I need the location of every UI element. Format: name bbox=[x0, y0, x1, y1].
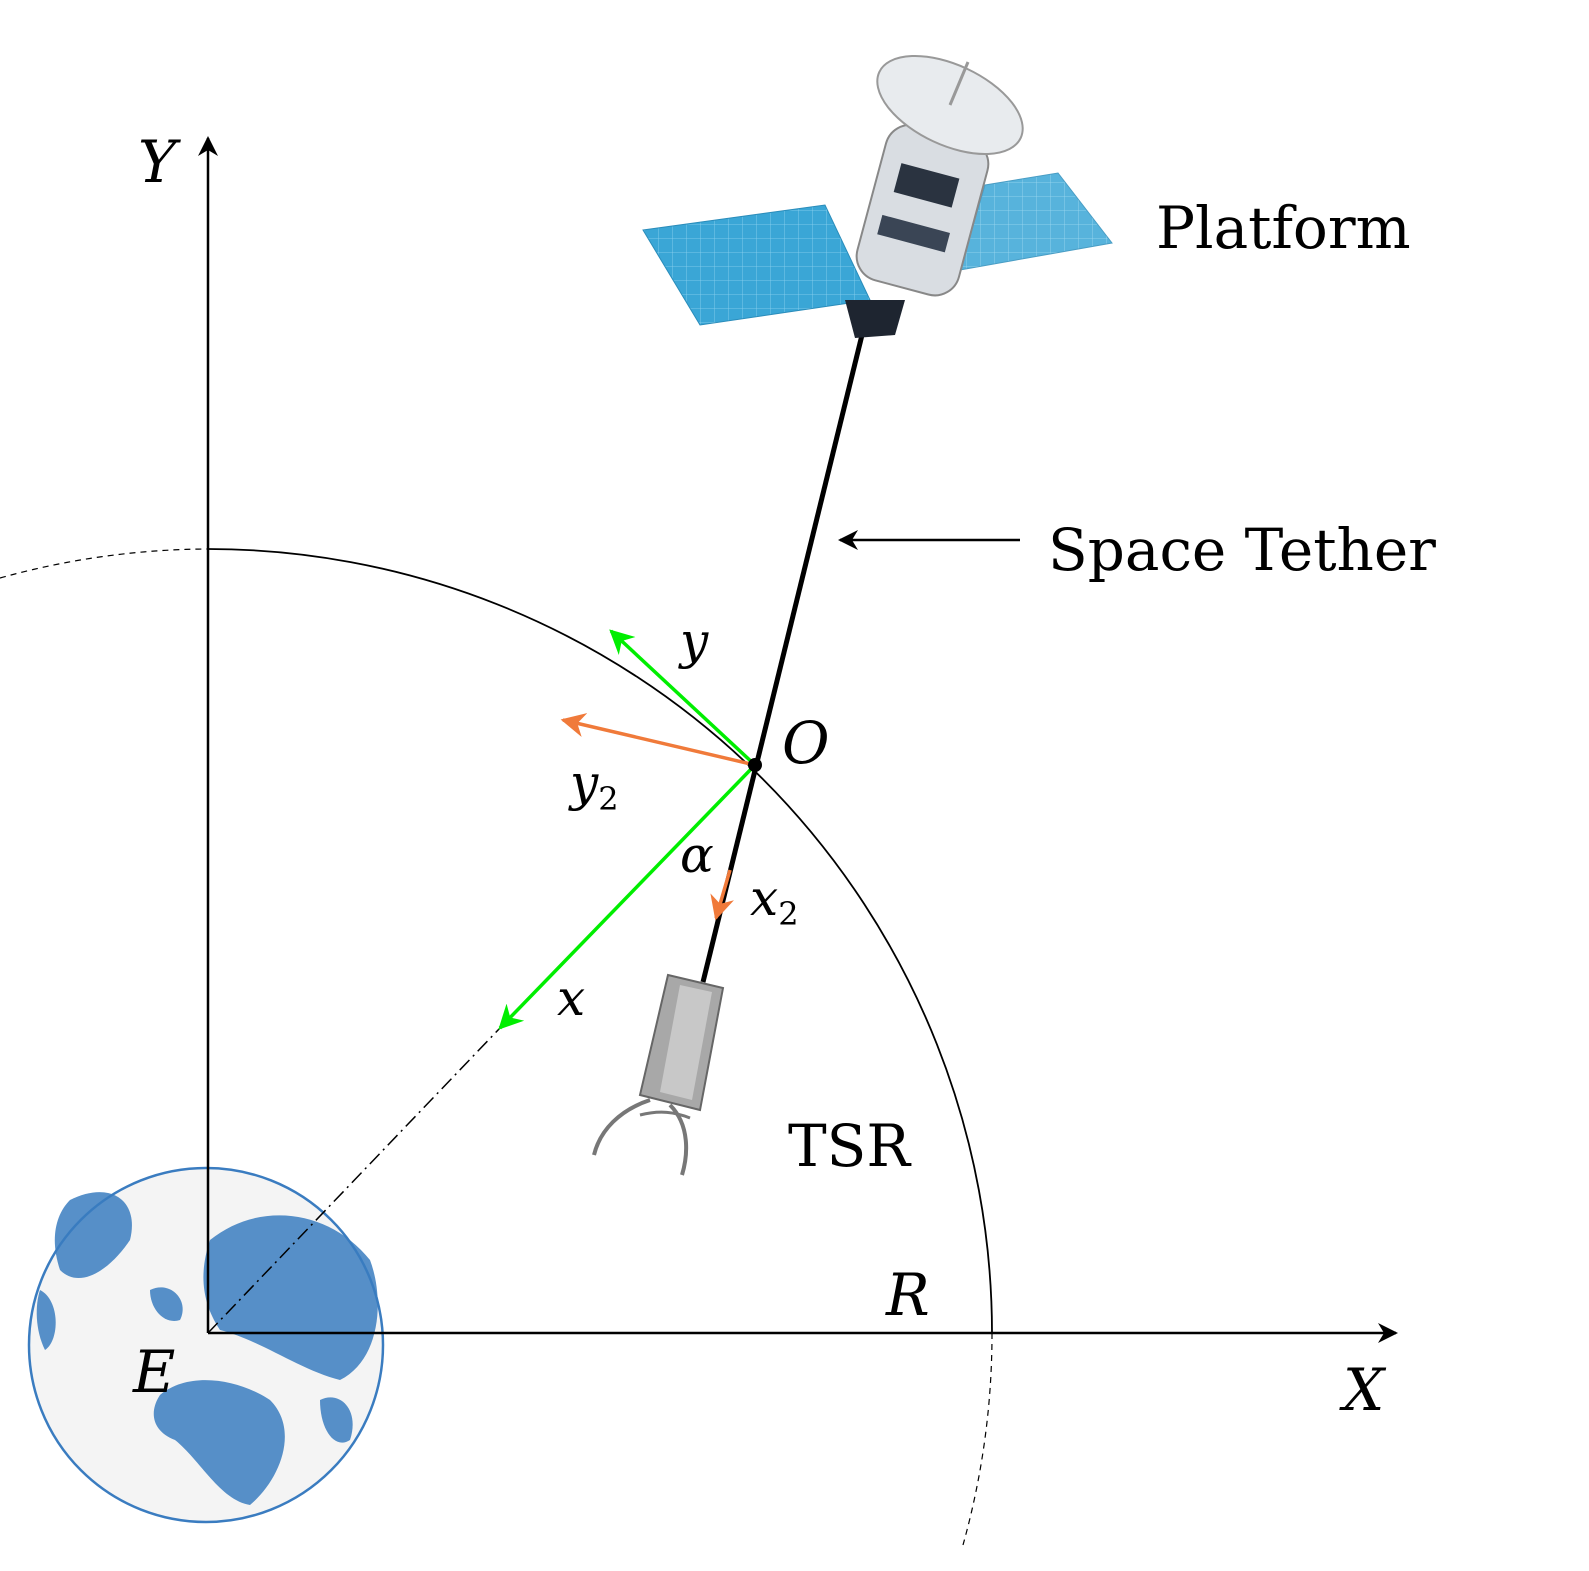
label-y: y bbox=[678, 612, 709, 670]
label-x: x bbox=[557, 969, 585, 1027]
label-x2: x2 bbox=[750, 869, 799, 933]
label-y-axis: Y bbox=[138, 128, 181, 196]
point-o bbox=[748, 758, 762, 772]
radius-line bbox=[207, 1027, 501, 1334]
label-e: E bbox=[132, 1338, 175, 1406]
label-o: O bbox=[782, 709, 830, 777]
orbit-arc bbox=[207, 548, 993, 1334]
y2-axis-tether-frame bbox=[560, 713, 756, 767]
orbit-arc-dashed-left bbox=[0, 548, 209, 579]
label-alpha: α bbox=[680, 826, 714, 884]
y-axis-body-frame bbox=[609, 629, 757, 767]
satellite-platform-icon bbox=[642, 55, 1113, 338]
label-x-axis: X bbox=[1339, 1356, 1387, 1424]
earth-icon bbox=[27, 1166, 385, 1524]
label-platform: Platform bbox=[1156, 194, 1411, 262]
label-tsr: TSR bbox=[788, 1112, 912, 1180]
label-space-tether: Space Tether bbox=[1048, 516, 1436, 584]
orbit-arc-dashed-bottom bbox=[962, 1332, 993, 1546]
x2-axis-tether-frame bbox=[710, 869, 734, 921]
label-y2: y2 bbox=[568, 754, 619, 818]
label-r: R bbox=[885, 1261, 930, 1329]
x-axis-body-frame bbox=[498, 763, 757, 1030]
tethered-space-robot-icon bbox=[592, 973, 725, 1176]
